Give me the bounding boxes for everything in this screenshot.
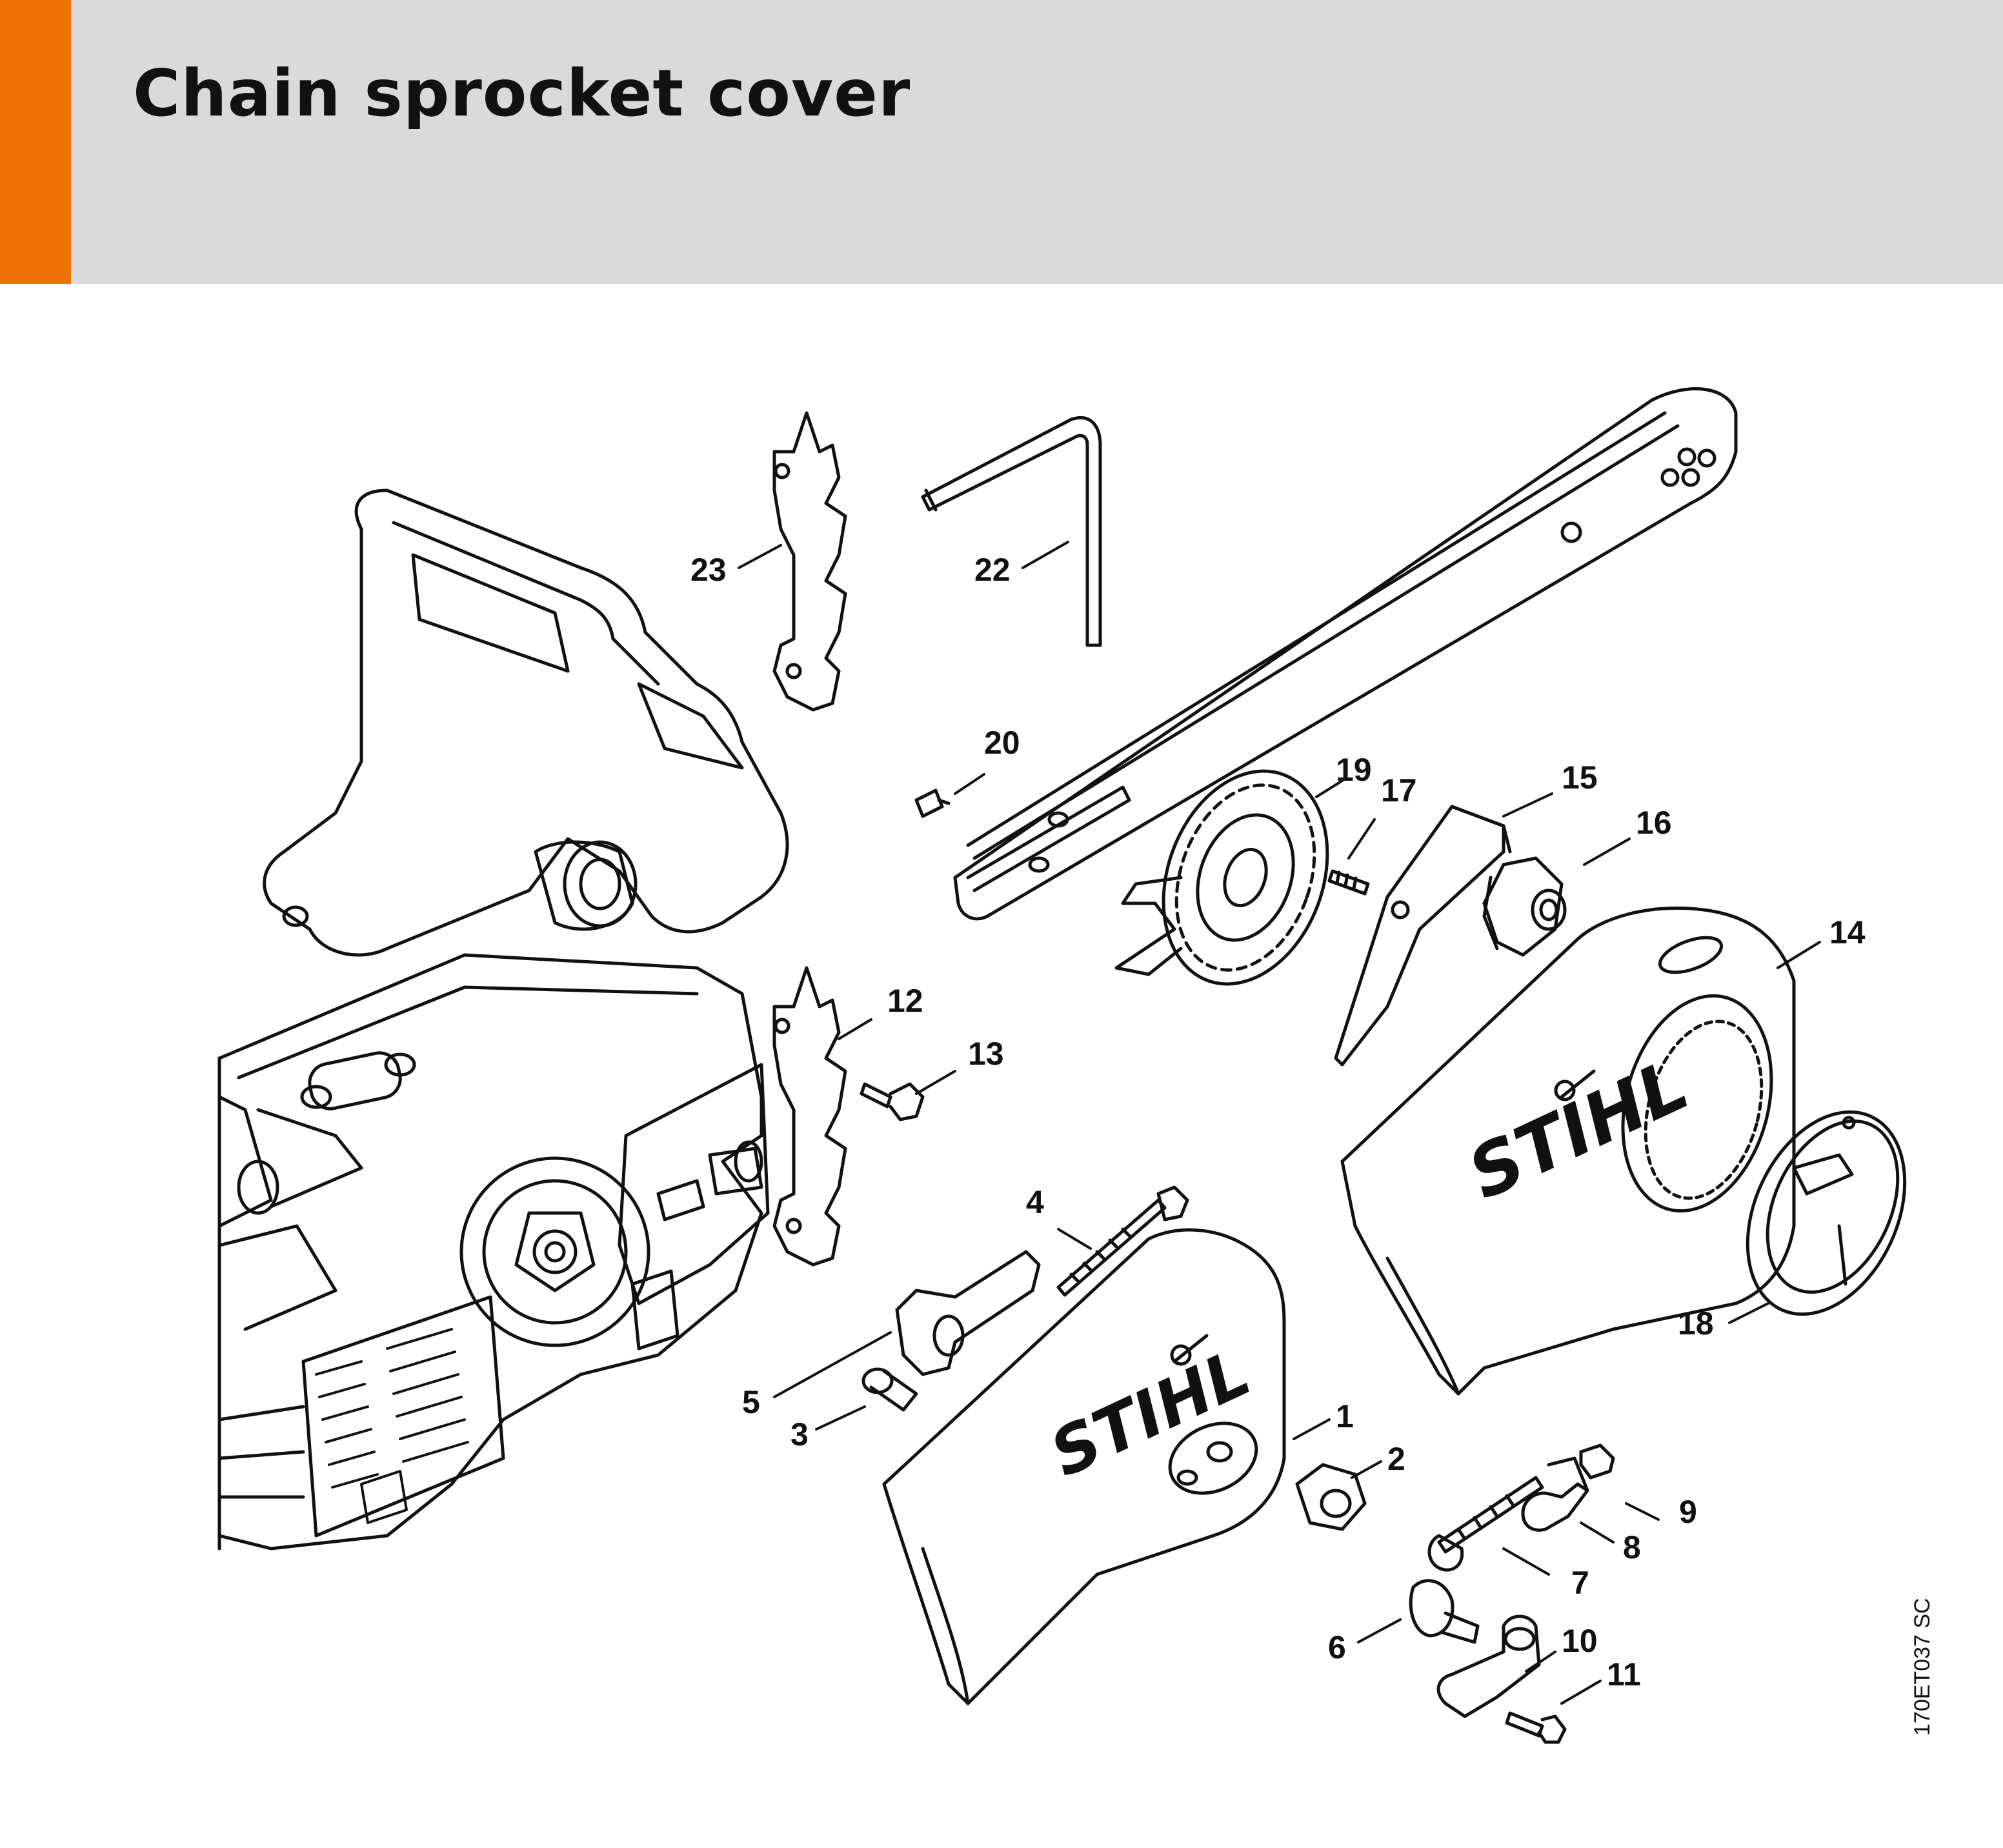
part-20-screw: [914, 788, 951, 818]
part-4-tensioner-screw: [1056, 1185, 1189, 1297]
part-23-bumper-spike: [772, 411, 847, 712]
part-1-sprocket-cover: STIHL: [882, 1228, 1286, 1705]
callout-7: 7: [1571, 1565, 1589, 1601]
stihl-logo-cover-14: STIHL: [1456, 1043, 1700, 1216]
part-8-clip: [1521, 1456, 1589, 1532]
diagram-reference-code: 170ET037 SC: [1910, 1598, 1935, 1736]
part-10-tensioner-body: [1436, 1614, 1541, 1718]
header-bar: [0, 0, 2003, 284]
callout-19: 19: [1336, 752, 1372, 788]
page-title: Chain sprocket cover: [133, 55, 911, 131]
part-11-screw: [1505, 1711, 1567, 1744]
part-14-quick-tension-cover: STIHL: [1340, 907, 1796, 1396]
callout-12: 12: [887, 983, 923, 1019]
guide-bar: [953, 387, 1738, 921]
header-accent-strip: [0, 0, 71, 284]
callout-11: 11: [1607, 1656, 1641, 1692]
part-12-bumper-spike: [772, 966, 847, 1267]
part-5-tensioner-slide: [895, 1250, 1041, 1376]
stihl-logo-cover-1: STIHL: [1040, 1334, 1262, 1491]
callout-15: 15: [1562, 759, 1598, 796]
callout-20: 20: [984, 725, 1020, 761]
part-9-slide: [1579, 1443, 1615, 1480]
callout-13: 13: [968, 1036, 1004, 1072]
leader-lines: [738, 541, 1821, 1705]
part-16-wing-nut: [1482, 856, 1567, 957]
part-22-hexagon-key: [921, 416, 1102, 647]
part-2-collar-nut: [1295, 1463, 1367, 1531]
motor-housing: [217, 953, 763, 1551]
callout-labels: 1 2 3 4 5 6 7 8 9 10 11 12 13 14 15 16 1…: [690, 552, 1866, 1692]
callout-3: 3: [790, 1416, 809, 1452]
callout-5: 5: [742, 1384, 760, 1420]
part-17-screw: [1327, 869, 1370, 896]
part-7-spur-gear-screw: [1427, 1476, 1544, 1572]
part-13-screw: [860, 1082, 925, 1121]
part-15-plate: [1334, 805, 1512, 1067]
part-18-cover-cap: [1746, 1110, 1907, 1316]
front-handle: [263, 488, 789, 957]
callout-16: 16: [1636, 805, 1672, 841]
callout-9: 9: [1679, 1494, 1697, 1530]
callout-6: 6: [1328, 1629, 1346, 1665]
part-6-adjusting-gear: [1409, 1579, 1480, 1644]
callout-22: 22: [974, 552, 1011, 588]
callout-18: 18: [1678, 1305, 1714, 1341]
part-3-pin: [861, 1367, 918, 1412]
callout-23: 23: [690, 552, 727, 588]
callout-17: 17: [1381, 772, 1417, 808]
callout-10: 10: [1562, 1623, 1598, 1659]
callout-2: 2: [1387, 1441, 1405, 1477]
part-19-adjusting-wheel: [1114, 769, 1329, 986]
chainsaw-body: [217, 488, 789, 1551]
callout-14: 14: [1829, 914, 1866, 950]
callout-1: 1: [1336, 1398, 1354, 1434]
callout-4: 4: [1026, 1184, 1044, 1220]
callout-8: 8: [1623, 1529, 1641, 1565]
